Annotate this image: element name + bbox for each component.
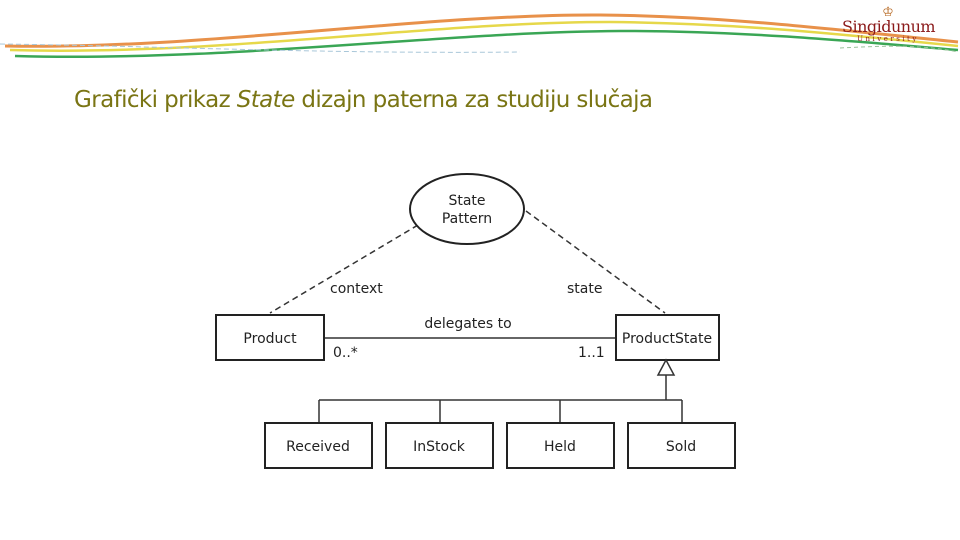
collaboration-line-state	[525, 210, 666, 314]
crest-icon: ♔	[882, 5, 894, 20]
multiplicity-context: 0..*	[333, 345, 358, 361]
title-part-1: Grafički prikaz	[74, 87, 237, 113]
instock-class-box	[385, 422, 494, 469]
productstate-class-label: ProductState	[622, 331, 712, 347]
logo-subtitle: University	[857, 35, 919, 43]
title-part-2: dizajn paterna za studiju slučaja	[294, 87, 653, 113]
role-label-context: context	[330, 281, 383, 297]
product-class-box	[215, 314, 325, 361]
association-label: delegates to	[424, 316, 511, 332]
pattern-label-line2: Pattern	[442, 211, 492, 227]
pattern-label-line1: State	[448, 193, 485, 209]
page-title: Grafički prikaz State dizajn paterna za …	[74, 84, 653, 116]
instock-class-label: InStock	[413, 439, 466, 455]
title-italic-word: State	[236, 87, 295, 113]
held-class-label: Held	[544, 439, 576, 455]
university-logo: ♔ Singidunum University	[842, 5, 936, 43]
multiplicity-state: 1..1	[578, 345, 605, 361]
role-label-state: state	[567, 281, 602, 297]
sold-class-box	[627, 422, 736, 469]
sold-class-label: Sold	[666, 439, 696, 455]
received-class-label: Received	[286, 439, 350, 455]
collaboration-line-context	[269, 224, 419, 314]
state-pattern-collaboration	[409, 173, 525, 245]
header-swoosh-decoration	[0, 13, 959, 59]
productstate-class-box	[615, 314, 720, 361]
received-class-box	[264, 422, 373, 469]
logo-name: Singidunum	[842, 17, 936, 36]
product-class-label: Product	[243, 331, 297, 347]
inheritance-arrowhead	[656, 358, 676, 376]
held-class-box	[506, 422, 615, 469]
